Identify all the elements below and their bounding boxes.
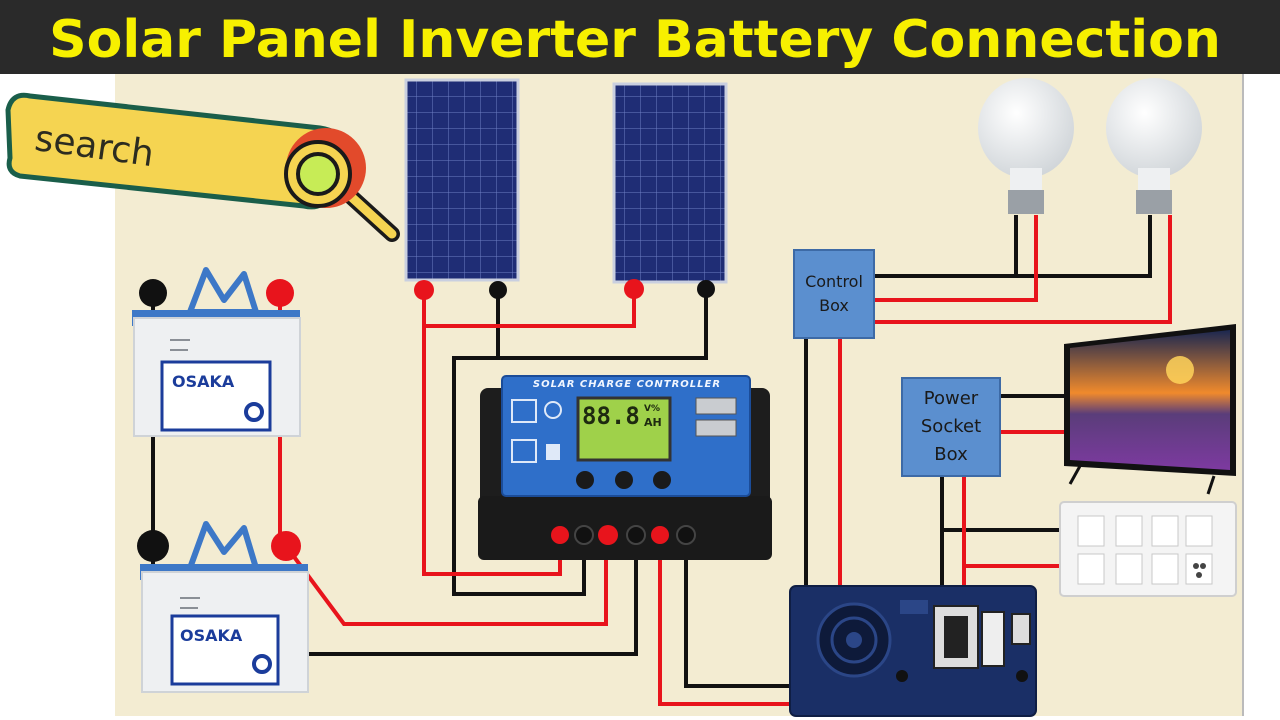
controller-terminal-solar-positive (551, 526, 569, 544)
battery1-negative-terminal (139, 279, 167, 307)
battery1-positive-terminal (266, 279, 294, 307)
switch-board (1059, 501, 1237, 597)
solar-panel-2 (612, 82, 728, 284)
controller-terminal-load-negative (676, 525, 696, 545)
controller-button-1 (576, 471, 594, 489)
controller-button-3 (653, 471, 671, 489)
panel2-negative-terminal (697, 280, 715, 298)
panel2-positive-terminal (624, 279, 644, 299)
controller-button-2 (615, 471, 633, 489)
controller-terminal-battery-positive (598, 525, 618, 545)
panel1-negative-terminal (489, 281, 507, 299)
controller-terminal-battery-negative (626, 525, 646, 545)
charge-controller-unit-top: V% (644, 404, 660, 414)
charge-controller-unit-bottom: AH (644, 416, 662, 429)
power-socket-label-line1: Power (923, 388, 979, 409)
inverter (789, 585, 1037, 717)
solar-panel-1 (404, 78, 520, 282)
power-socket-label-line3: Box (934, 444, 968, 465)
magnifier-icon (284, 128, 400, 242)
controller-terminal-solar-negative (574, 525, 594, 545)
panel-terminals (414, 279, 715, 300)
battery-terminals (137, 279, 301, 562)
light-bulb-2 (1106, 78, 1202, 214)
charge-controller-title: SOLAR CHARGE CONTROLLER (532, 379, 722, 390)
wiring-diagram (0, 74, 1280, 720)
page-title: Solar Panel Inverter Battery Connection (49, 10, 1221, 70)
charge-controller (478, 375, 772, 560)
battery2-negative-terminal (137, 530, 169, 562)
power-socket-label-line2: Socket (920, 416, 982, 437)
charge-controller-display: 88.8 (582, 402, 640, 430)
control-box-label-line1: Control (805, 272, 863, 291)
power-socket-box (901, 377, 1001, 477)
battery-1 (132, 267, 301, 437)
battery1-brand: OSAKA (172, 372, 235, 391)
battery-2 (140, 521, 309, 693)
controller-terminal-load-positive (651, 526, 669, 544)
title-bar (0, 0, 1280, 74)
panel1-positive-terminal (414, 280, 434, 300)
battery2-brand: OSAKA (180, 626, 243, 645)
television (1064, 324, 1236, 495)
battery2-positive-terminal (271, 531, 301, 561)
control-box (793, 249, 875, 339)
light-bulb-1 (978, 78, 1074, 214)
control-box-label-line2: Box (819, 296, 849, 315)
